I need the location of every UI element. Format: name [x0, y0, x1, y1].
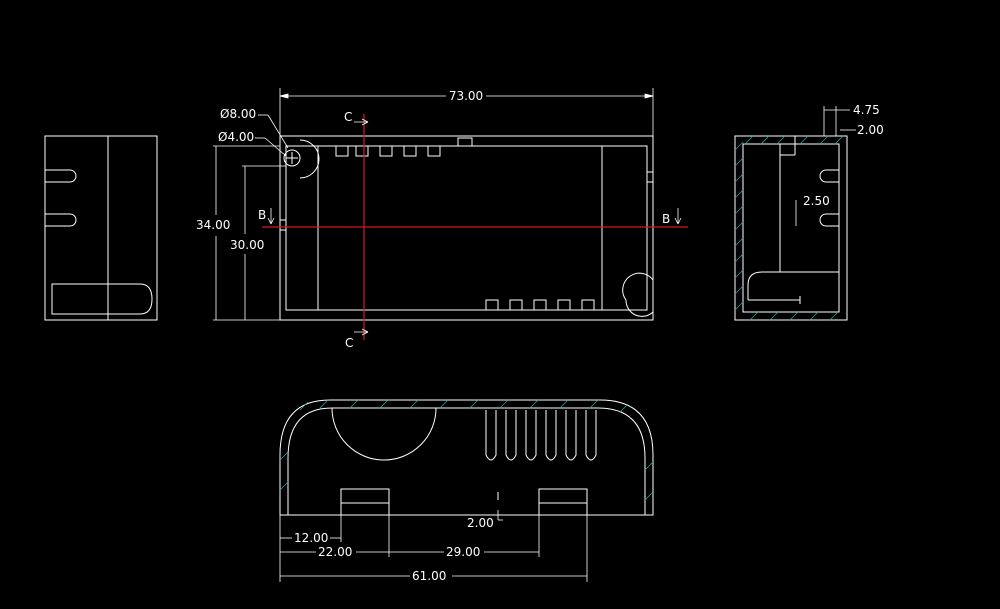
top-view: 73.00 34.00 30.00 Ø8.00 Ø4.00 [196, 88, 654, 321]
dim-inner-height: 30.00 [230, 238, 264, 252]
section-view: 4.75 2.00 2.50 [734, 103, 884, 321]
section-b-right-label: B [662, 212, 670, 226]
dim-12: 12.00 [294, 531, 328, 545]
dim-top-offset: 4.75 [853, 103, 880, 117]
dim-overall-height: 34.00 [196, 218, 230, 232]
section-c-top-label: C [344, 110, 352, 124]
section-b-left-label: B [258, 208, 266, 222]
dim-61: 61.00 [412, 569, 446, 583]
cooling-fins [485, 410, 597, 461]
dim-2: 2.00 [467, 516, 494, 530]
dim-slot-width: 2.50 [803, 194, 830, 208]
front-view: 12.00 22.00 29.00 2.00 61.00 [279, 399, 654, 583]
mounting-hole-icon [283, 149, 301, 167]
dim-29: 29.00 [446, 545, 480, 559]
dim-22: 22.00 [318, 545, 352, 559]
section-c-bottom-label: C [345, 336, 353, 350]
section-markers: C C B B [258, 110, 682, 350]
dim-wall-thickness: 2.00 [857, 123, 884, 137]
dim-hole-outer: Ø8.00 [220, 107, 256, 121]
dim-hole-inner: Ø4.00 [218, 130, 254, 144]
dim-overall-length: 73.00 [449, 89, 483, 103]
left-side-view [44, 135, 158, 321]
section-cut-lines [262, 114, 688, 340]
